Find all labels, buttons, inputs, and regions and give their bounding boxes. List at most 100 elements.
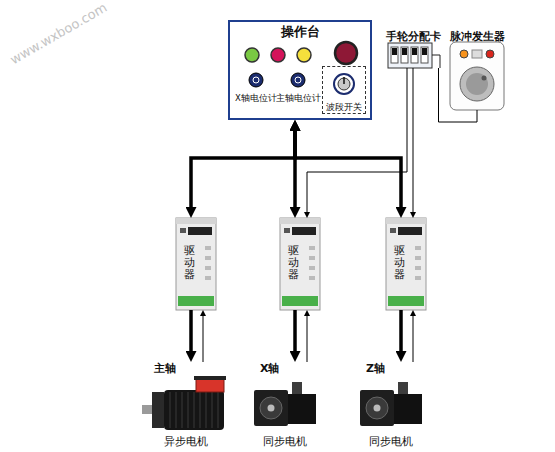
servo-driver	[415, 256, 421, 260]
handwheel-card: 手轮分配卡	[383, 26, 444, 68]
async-motor	[152, 392, 164, 428]
servo-driver	[205, 246, 211, 250]
servo-driver	[205, 266, 211, 270]
servo-driver	[292, 227, 316, 235]
servo-driver	[386, 218, 426, 310]
pulse-generator	[450, 42, 504, 110]
servo-motor	[268, 405, 275, 412]
servo-motor	[360, 390, 394, 426]
servo-driver	[176, 218, 216, 224]
signal-line	[413, 68, 414, 212]
servo-driver	[386, 218, 426, 224]
motor: X轴同步电机	[248, 362, 322, 448]
control-bus-arrow	[189, 310, 193, 351]
node-label: 波段开关	[326, 102, 362, 112]
node-label: 操作台	[281, 24, 320, 40]
handwheel-card	[402, 48, 407, 55]
band-switch-knob	[334, 74, 354, 94]
potentiometer-knob	[295, 77, 301, 83]
servo-driver	[390, 228, 396, 233]
potentiometer-knob	[291, 73, 305, 87]
panel-lamps	[245, 48, 259, 62]
motor-label: 异步电机	[164, 435, 208, 448]
servo-motor	[292, 382, 302, 394]
servo-driver	[388, 296, 424, 306]
servo-motor	[366, 397, 388, 419]
async-motor	[170, 392, 218, 428]
band-switch-knob	[343, 77, 345, 84]
panel-lamps	[297, 48, 311, 62]
potentiometer-knob	[253, 77, 259, 83]
async-motor	[142, 376, 226, 430]
handwheel-card	[391, 47, 398, 63]
servo-driver	[280, 218, 320, 224]
servo-driver	[282, 296, 318, 306]
servo-driver	[178, 296, 214, 306]
pulse-generator	[482, 76, 487, 81]
handwheel-card	[422, 48, 427, 55]
servo-driver	[398, 227, 422, 235]
motor-label: 同步电机	[263, 435, 307, 448]
handwheel-card	[411, 47, 418, 63]
async-motor	[196, 378, 224, 392]
servo-driver	[176, 218, 216, 310]
servo-motor	[260, 397, 282, 419]
handwheel-card	[388, 43, 440, 68]
motor-label: 同步电机	[369, 435, 413, 448]
pulse-generator	[460, 67, 494, 101]
servo-driver	[415, 276, 421, 280]
servo-driver	[180, 228, 186, 233]
motor: Z轴同步电机	[354, 362, 428, 448]
signal-line	[307, 316, 308, 362]
band-switch-box: 波段开关	[322, 66, 366, 114]
node-label: 驱动器	[184, 245, 195, 281]
servo-driver	[309, 266, 315, 270]
operation-panel: 波段开关 操作台	[228, 20, 372, 120]
motor: 主轴异步电机	[136, 362, 236, 448]
watermark: www.wxboo.com	[9, 1, 109, 65]
knob-label: 主轴电位计	[276, 93, 321, 104]
panel-lamps	[335, 42, 357, 64]
servo-driver: 驱动器	[386, 218, 426, 310]
panel-lamps	[245, 42, 357, 64]
pulse-generator	[486, 50, 494, 58]
servo-driver	[205, 256, 211, 260]
handwheel-card	[388, 43, 432, 68]
async-motor	[164, 390, 224, 430]
panel-lamps	[271, 48, 285, 62]
servo-driver	[205, 276, 211, 280]
potentiometer-knob	[249, 73, 305, 87]
control-bus-arrow	[191, 131, 295, 207]
control-bus-arrow	[399, 310, 403, 351]
handwheel-card	[421, 47, 428, 63]
servo-driver	[188, 227, 212, 235]
servo-driver	[176, 218, 426, 310]
servo-driver	[309, 276, 315, 280]
servo-driver	[415, 266, 421, 270]
handwheel-card	[412, 48, 417, 55]
signal-line	[203, 316, 204, 362]
servo-motor	[394, 394, 422, 424]
servo-motor	[254, 382, 422, 426]
node-label: 脉冲发生器	[450, 30, 505, 44]
pulse-generator: 脉冲发生器	[446, 26, 508, 110]
servo-motor	[254, 390, 288, 426]
servo-motor	[374, 405, 381, 412]
motor-label: 主轴	[154, 362, 176, 375]
pulse-generator	[466, 73, 488, 95]
servo-driver: 驱动器	[176, 218, 216, 310]
node-label: 驱动器	[288, 245, 299, 281]
async-motor	[194, 376, 226, 380]
servo-driver	[284, 228, 290, 233]
servo-driver	[415, 246, 421, 250]
servo-driver: 驱动器	[280, 218, 320, 310]
servo-motor	[398, 382, 408, 394]
pulse-generator	[460, 50, 468, 58]
control-bus-arrow	[293, 310, 297, 351]
node-label: 驱动器	[394, 245, 405, 281]
knob-label: X轴电位计	[235, 93, 277, 104]
signal-line	[439, 68, 478, 122]
pulse-generator	[450, 42, 504, 110]
